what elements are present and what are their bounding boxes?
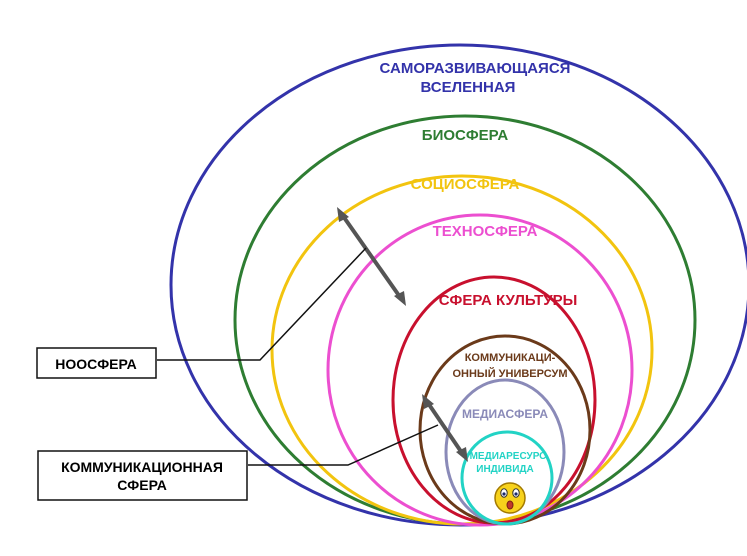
label-mediasphere: МЕДИАСФЕРА <box>462 407 548 421</box>
communication-sphere-label-line2: СФЕРА <box>117 477 167 493</box>
label-commuverse-line2: ОННЫЙ УНИВЕРСУМ <box>452 367 567 380</box>
label-sociosphere: СОЦИОСФЕРА <box>411 176 520 193</box>
noosphere-connector <box>157 247 367 361</box>
noosphere-label: НООСФЕРА <box>55 356 137 372</box>
sphere-technosphere-ring <box>326 213 634 527</box>
communication-sphere-label-line1: КОММУНИКАЦИОННАЯ <box>61 459 223 475</box>
label-culture: СФЕРА КУЛЬТУРЫ <box>439 292 578 309</box>
communication-sphere-callout: КОММУНИКАЦИОННАЯ СФЕРА <box>37 450 248 501</box>
communication-arrow <box>422 394 468 462</box>
noosphere-callout: НООСФЕРА <box>36 347 157 379</box>
label-individual-line2: ИНДИВИДА <box>476 464 533 475</box>
label-individual-line1: МЕДИАРЕСУРС <box>470 451 547 462</box>
communication-connector <box>248 424 439 466</box>
label-biosphere: БИОСФЕРА <box>422 127 509 144</box>
label-commuverse-line1: КОММУНИКАЦИ- <box>465 352 556 364</box>
label-universe-line2: ВСЕЛЕННАЯ <box>421 79 516 96</box>
noosphere-arrow <box>337 207 406 306</box>
surprised-face-icon <box>494 482 526 514</box>
label-technosphere: ТЕХНОСФЕРА <box>433 223 538 240</box>
label-universe-line1: САМОРАЗВИВАЮЩАЯСЯ <box>380 60 571 77</box>
sphere-individual-ring <box>460 430 554 526</box>
